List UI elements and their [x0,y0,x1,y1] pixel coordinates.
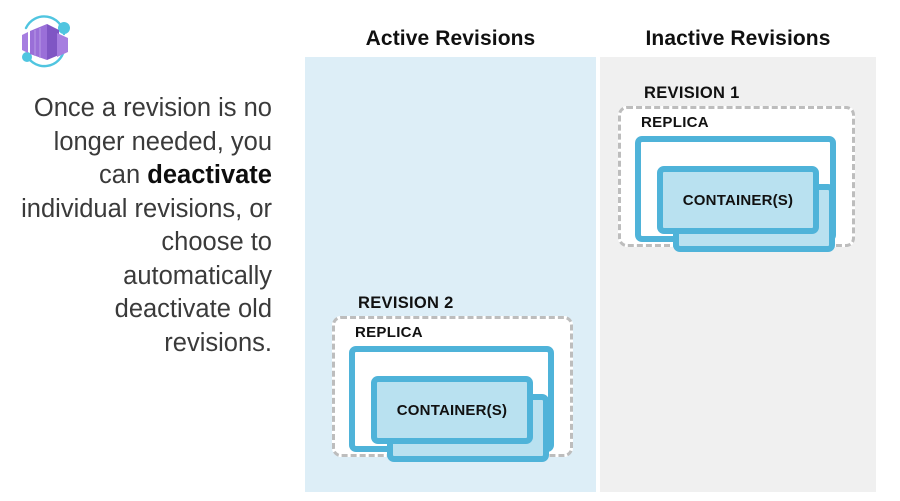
revision-2-label: REVISION 2 [358,294,454,312]
azure-container-apps-icon [14,14,76,70]
revision-1-replica-label: REPLICA [641,114,709,131]
revision-2-container-box-front: CONTAINER(S) [371,376,533,444]
revision-1-container-label: CONTAINER(S) [682,191,794,209]
description-part-1: Once a revision is no longer needed, you… [33,94,272,189]
revision-1-label: REVISION 1 [644,84,740,102]
description-part-2: individual revisions, or choose to autom… [21,194,272,357]
revision-2-boundary: REPLICA CONTAINER(S) [332,316,573,462]
column-header-inactive-revisions: Inactive Revisions [645,27,831,50]
description-text: Once a revision is no longer needed, you… [6,92,272,360]
revision-1-boundary: REPLICA CONTAINER(S) [618,106,855,252]
revision-1-replica-box: CONTAINER(S) [635,136,836,252]
revision-1-container-box-front: CONTAINER(S) [657,166,819,234]
description-emphasis: deactivate [147,161,272,189]
revision-2-container-label: CONTAINER(S) [396,401,508,419]
revision-2-replica-box: CONTAINER(S) [349,346,554,462]
column-header-active-revisions: Active Revisions [365,27,536,50]
revision-2-replica-label: REPLICA [355,324,423,341]
left-panel: Once a revision is no longer needed, you… [0,0,290,501]
